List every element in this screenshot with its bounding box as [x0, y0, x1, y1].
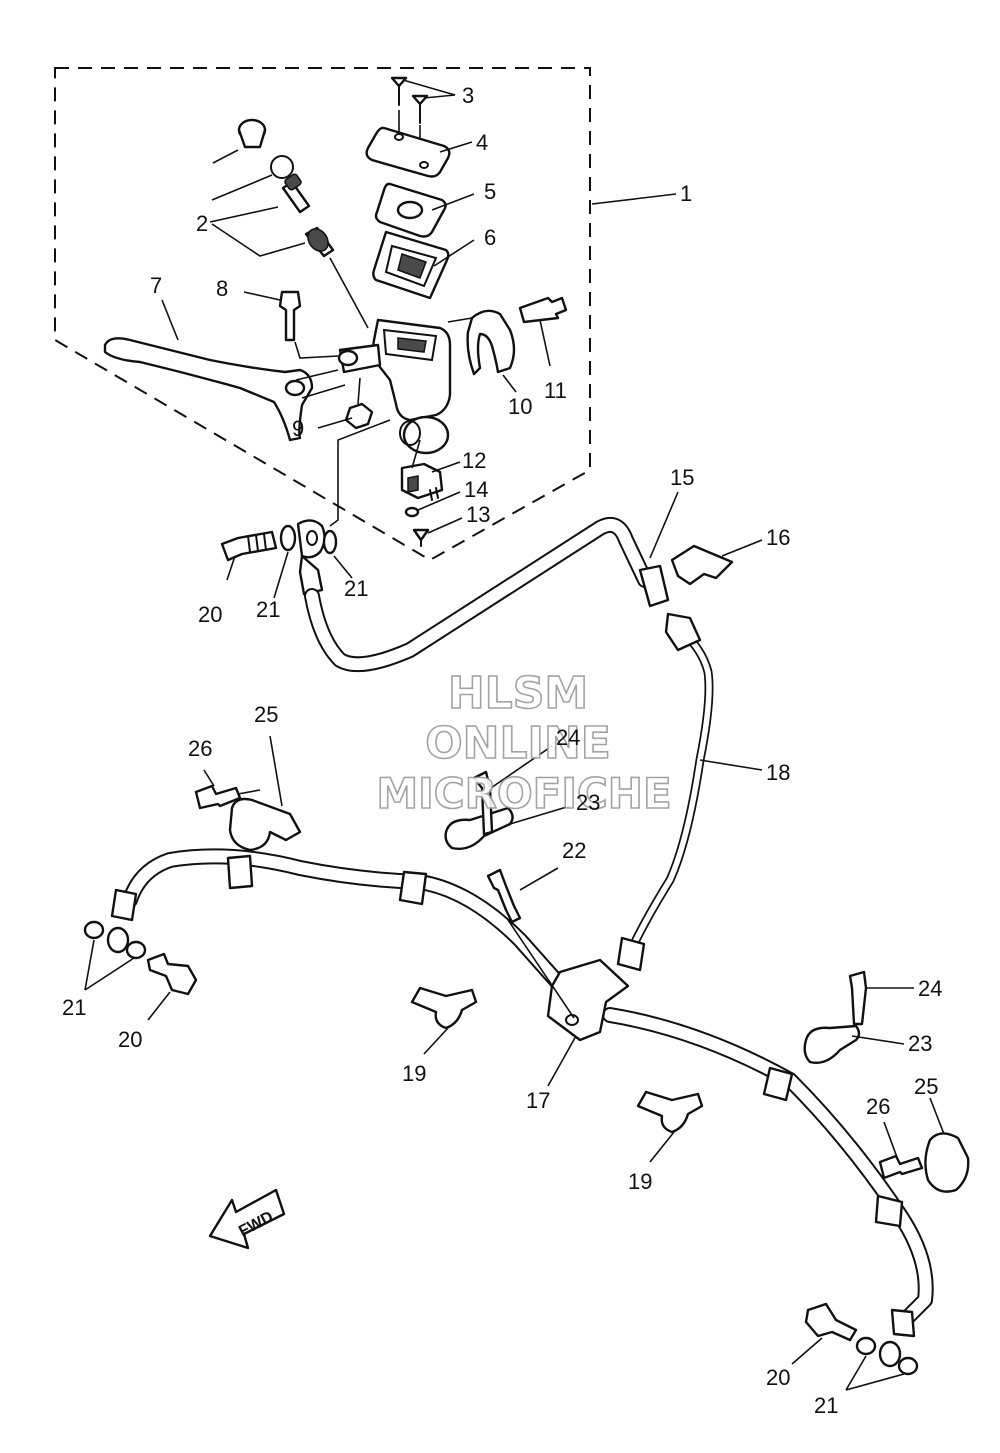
lower-left-banjo [83, 920, 198, 1021]
callout-19b: 19 [628, 1169, 652, 1194]
callout-14: 14 [464, 477, 488, 502]
callout-17: 17 [526, 1088, 550, 1113]
pivot-bolt [278, 290, 302, 342]
callout-3: 3 [462, 83, 474, 108]
master-cylinder-assembly [103, 76, 568, 547]
callout-10: 10 [508, 394, 532, 419]
holder-bolt-right [878, 1154, 924, 1180]
callout-1: 1 [680, 181, 692, 206]
fwd-arrow-icon [208, 1188, 286, 1250]
holder-bolt [518, 296, 568, 324]
assembly-boundary [54, 67, 591, 562]
callout-21d: 21 [814, 1393, 838, 1418]
callout-26a: 26 [188, 736, 212, 761]
callout-6: 6 [484, 225, 496, 250]
callout-2: 2 [196, 211, 208, 236]
clamp-bolt-lower [848, 970, 868, 1026]
callout-18: 18 [766, 760, 790, 785]
callout-15: 15 [670, 465, 694, 490]
callout-25a: 25 [254, 702, 278, 727]
callout-20a: 20 [198, 602, 222, 627]
reservoir-cap [365, 126, 451, 178]
pivot-nut [344, 402, 374, 430]
callout-20c: 20 [766, 1365, 790, 1390]
piston-kit [209, 118, 335, 258]
watermark: HLSM ONLINE MICROFICHE [376, 667, 673, 819]
watermark-line-2: ONLINE [425, 718, 611, 769]
hose-guide-right [636, 1090, 704, 1134]
joint-bolt [486, 868, 522, 924]
lower-right-banjo [791, 1302, 919, 1391]
three-way-joint [546, 958, 630, 1042]
callout-19a: 19 [402, 1061, 426, 1086]
clamp-bolt-upper [472, 770, 494, 836]
callout-13: 13 [466, 502, 490, 527]
callout-12: 12 [462, 448, 486, 473]
callout-8: 8 [216, 276, 228, 301]
callout-22: 22 [562, 838, 586, 863]
callout-16: 16 [766, 525, 790, 550]
watermark-line-3: MICROFICHE [376, 769, 671, 818]
upper-banjo-connection [220, 419, 391, 599]
callout-4: 4 [476, 130, 488, 155]
hose-clip [670, 544, 734, 586]
callout-23a: 23 [576, 790, 600, 815]
callout-26b: 26 [866, 1094, 890, 1119]
switch-washer [404, 506, 420, 518]
hose-clamp-lower [803, 1024, 861, 1064]
callout-24b: 24 [918, 976, 942, 1001]
hose-holder-left [228, 797, 302, 852]
callout-21c: 21 [62, 995, 86, 1020]
callout-24a: 24 [556, 725, 580, 750]
callout-25b: 25 [914, 1074, 938, 1099]
callout-23b: 23 [908, 1031, 932, 1056]
clamp-holder [466, 309, 516, 376]
watermark-line-1: HLSM [448, 668, 588, 719]
brake-lever [103, 337, 314, 442]
callout-20b: 20 [118, 1027, 142, 1052]
callout-5: 5 [484, 179, 496, 204]
callout-9: 9 [292, 416, 304, 441]
callout-7: 7 [150, 273, 162, 298]
upper-brake-hose [304, 491, 679, 673]
forward-direction-indicator: FWD [208, 1188, 286, 1250]
holder-bolt-left [194, 784, 242, 810]
switch-screw [412, 528, 430, 542]
callout-21b: 21 [344, 576, 368, 601]
lower-brake-hoses [106, 848, 934, 1368]
hose-guide-left [410, 986, 478, 1030]
callout-labels: 1 2 3 4 5 6 7 8 9 10 11 12 13 14 15 16 1… [62, 83, 942, 1418]
cap-screws [390, 76, 456, 162]
callout-11: 11 [544, 378, 567, 403]
hose-holder-right [924, 1132, 970, 1193]
callout-21a: 21 [256, 597, 280, 622]
brake-pipe [616, 612, 763, 972]
